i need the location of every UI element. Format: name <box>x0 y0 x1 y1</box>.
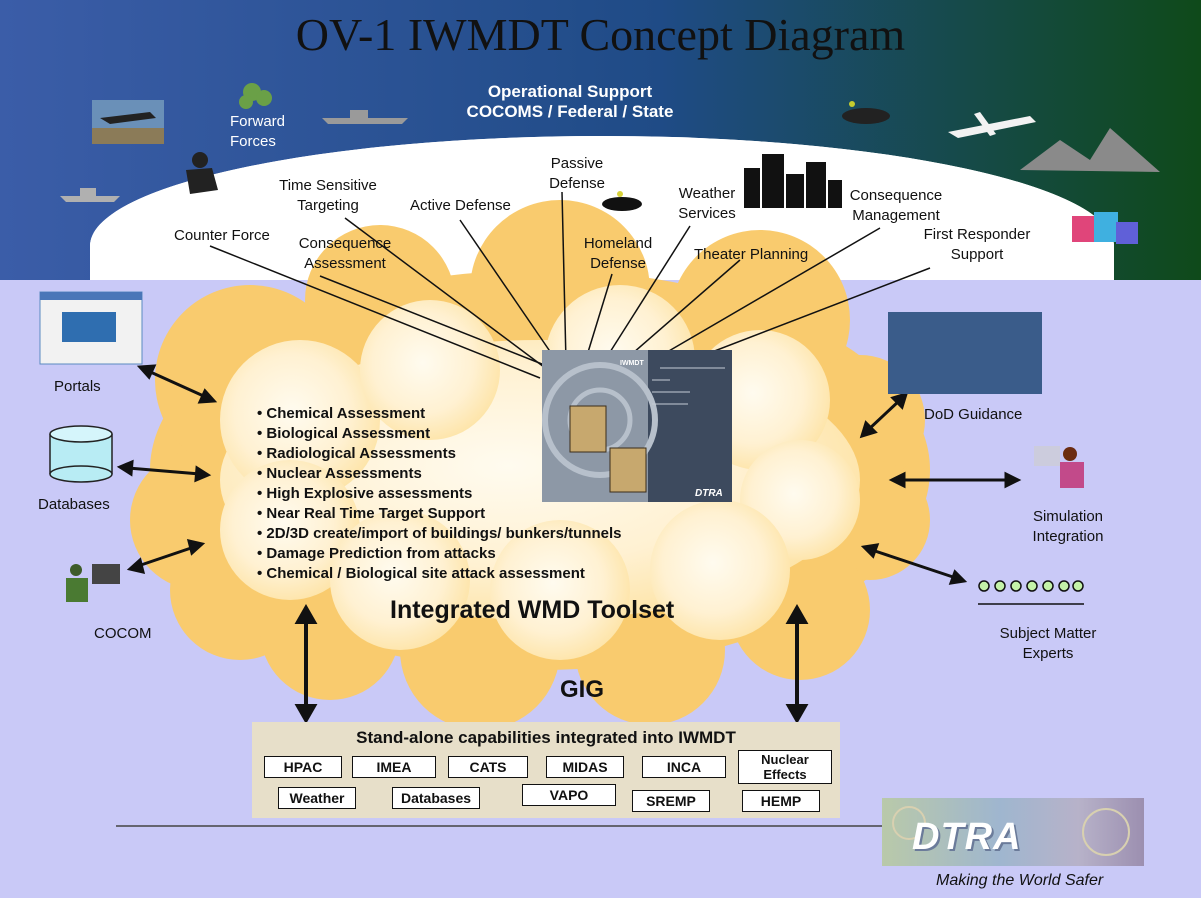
gig-label: GIG <box>560 676 605 703</box>
tool-inca: INCA <box>642 756 726 778</box>
destroyer-icon <box>322 110 408 124</box>
portal-screenshot-icon <box>39 291 143 365</box>
cocom-operator-icon <box>66 564 120 602</box>
iwmdt-screen-brand: IWMDT <box>620 360 644 367</box>
mountains-icon <box>1020 128 1160 172</box>
dod-seals-icon <box>888 312 1042 394</box>
standalone-title: Stand-alone capabilities integrated into… <box>356 728 736 747</box>
portals-label: Portals <box>54 378 101 395</box>
buildings-icon <box>1072 212 1138 244</box>
tagline: Making the World Safer <box>936 872 1104 889</box>
databases-label: Databases <box>38 496 110 513</box>
capabilities-list: Chemical Assessment Biological Assessmen… <box>257 404 621 584</box>
tool-sremp: SREMP <box>632 790 710 812</box>
mission-counter-force: Counter Force <box>174 227 270 244</box>
operational-support-label: Operational Support COCOMS / Federal / S… <box>466 82 674 121</box>
capability-item: Nuclear Assessments <box>257 464 621 484</box>
standalone-panel: Stand-alone capabilities integrated into… <box>252 722 840 818</box>
passive-defense-vehicle-icon <box>602 191 642 211</box>
vehicle-icon <box>842 101 890 124</box>
city-skyline-icon <box>744 154 842 208</box>
dtra-logo-panel: DTRA <box>882 798 1144 866</box>
tool-weather: Weather <box>278 787 356 809</box>
capability-item: Radiological Assessments <box>257 444 621 464</box>
soldier-icon <box>186 152 218 194</box>
tool-midas: MIDAS <box>546 756 624 778</box>
capability-item: Chemical / Biological site attack assess… <box>257 564 621 584</box>
forward-forces-icon <box>239 83 272 109</box>
tool-hpac: HPAC <box>264 756 342 778</box>
cocom-label: COCOM <box>94 625 152 642</box>
capability-item: 2D/3D create/import of buildings/ bunker… <box>257 524 621 544</box>
forward-forces-label: Forward Forces <box>230 113 286 150</box>
capability-item: Biological Assessment <box>257 424 621 444</box>
tool-imea: IMEA <box>352 756 436 778</box>
dod-guidance-label: DoD Guidance <box>924 406 1023 423</box>
aircraft-photo-icon <box>92 100 164 144</box>
capability-item: Damage Prediction from attacks <box>257 544 621 564</box>
capability-item: Near Real Time Target Support <box>257 504 621 524</box>
left-arrows <box>116 364 218 575</box>
capability-item: High Explosive assessments <box>257 484 621 504</box>
uav-icon <box>948 112 1036 138</box>
dtra-logo: DTRA <box>912 816 1022 858</box>
capability-item: Chemical Assessment <box>257 404 621 424</box>
ship-icon <box>60 188 120 202</box>
mission-active-defense: Active Defense <box>410 197 511 214</box>
seal-icon <box>892 806 926 840</box>
iwmdt-screen-logo: DTRA <box>695 488 723 499</box>
vertical-arrows <box>294 603 809 725</box>
database-cylinder-icon <box>49 425 113 483</box>
simulation-person-icon <box>1034 446 1084 488</box>
right-arrows <box>859 391 1022 585</box>
toolset-label: Integrated WMD Toolset <box>390 596 675 624</box>
tool-hemp: HEMP <box>742 790 820 812</box>
seal-icon <box>1082 808 1130 856</box>
sme-group-icon <box>978 580 1084 605</box>
mission-theater-planning: Theater Planning <box>694 246 809 263</box>
tool-vapo: VAPO <box>522 784 616 806</box>
tool-cats: CATS <box>448 756 528 778</box>
tool-databases: Databases <box>392 787 480 809</box>
page-title: OV-1 IWMDT Concept Diagram <box>295 9 906 60</box>
